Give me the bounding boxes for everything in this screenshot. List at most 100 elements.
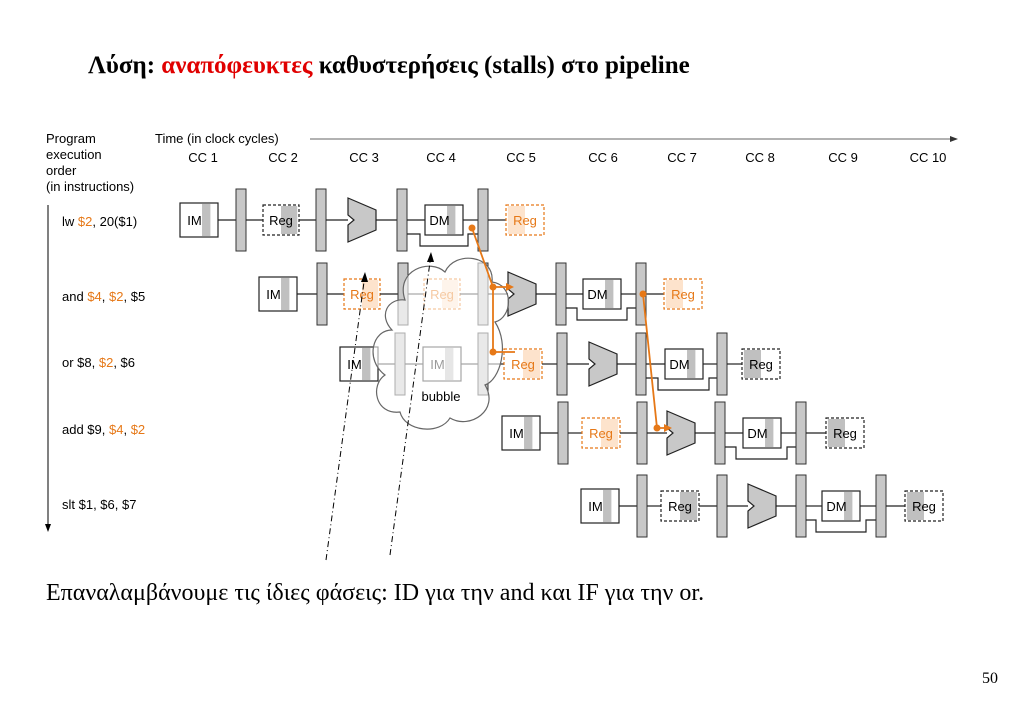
data-memory-box (821, 490, 861, 522)
clock-cycle-label: CC 8 (745, 150, 775, 165)
memory-bypass-wire (806, 519, 876, 533)
memory-bypass-wire (725, 446, 796, 460)
pipeline-register (635, 332, 647, 396)
clock-cycle-label: CC 4 (426, 150, 456, 165)
register-file-label: Reg (350, 287, 374, 302)
instruction-label-part: and (62, 289, 87, 304)
repeat-marker-line (389, 261, 431, 556)
data-memory-label: DM (747, 426, 767, 441)
register-file-shade (743, 350, 761, 378)
register-file-label: Reg (269, 213, 293, 228)
memory-bypass-wire (407, 233, 478, 247)
instruction-label: add $9, $4, $2 (62, 422, 145, 437)
instruction-label-part: , 20($1) (92, 214, 137, 229)
instruction-label-part: lw (62, 214, 78, 229)
instruction-label-part: $2 (109, 289, 123, 304)
register-file-shade (827, 419, 845, 447)
instruction-memory-label: IM (347, 357, 361, 372)
alu-shape (588, 341, 618, 387)
instruction-label-part: , (123, 422, 130, 437)
order-label-line: order (46, 163, 77, 178)
instruction-memory-label: IM (266, 287, 280, 302)
alu-shape (747, 483, 777, 529)
pipeline-register (716, 474, 728, 538)
instruction-memory-shade (603, 490, 612, 522)
instruction-memory-label: IM (588, 499, 602, 514)
instruction-label-part: $2 (78, 214, 92, 229)
slide-caption: Επαναλαμβάνουμε τις ίδιες φάσεις: ID για… (46, 580, 705, 606)
instruction-label-part: $2 (131, 422, 145, 437)
instruction-memory-shade (281, 278, 290, 310)
data-memory-box (424, 204, 464, 236)
bubble-cloud (372, 257, 509, 430)
pipeline-register (556, 332, 568, 396)
instruction-label: or $8, $2, $6 (62, 355, 135, 370)
data-memory-shade (605, 280, 614, 308)
pipeline-register (557, 401, 569, 465)
instruction-label-part: , (102, 289, 109, 304)
data-memory-shade (447, 206, 456, 234)
clock-cycle-label: CC 5 (506, 150, 536, 165)
register-file-label: Reg (668, 499, 692, 514)
pipeline-register (555, 262, 567, 326)
data-memory-box (742, 417, 782, 449)
register-file-shade (601, 419, 619, 447)
clock-cycle-label: CC 6 (588, 150, 618, 165)
pipeline-register (714, 401, 726, 465)
repeat-marker-line (325, 281, 365, 561)
register-file-label: Reg (511, 357, 535, 372)
instruction-memory-box (258, 276, 298, 312)
alu-shape (666, 410, 696, 456)
pipeline-register (396, 188, 408, 252)
order-label-line: (in instructions) (46, 179, 134, 194)
pipeline-register (716, 332, 728, 396)
instruction-label-part: , $5 (123, 289, 145, 304)
order-axis-arrowhead (45, 524, 51, 532)
instruction-memory-label: IM (187, 213, 201, 228)
pipeline-register (316, 262, 328, 326)
title-highlight: αναπόφευκτες (161, 52, 313, 79)
pipeline-register (235, 188, 247, 252)
data-memory-label: DM (429, 213, 449, 228)
instruction-label-part: add $9, (62, 422, 109, 437)
memory-bypass-wire (646, 377, 717, 391)
register-file-label: Reg (912, 499, 936, 514)
forwarding-arrowhead (506, 283, 514, 291)
data-memory-shade (687, 350, 696, 378)
clock-cycle-label: CC 1 (188, 150, 218, 165)
register-file-shade (362, 280, 379, 308)
register-file-label: Reg (589, 426, 613, 441)
register-file-shade (281, 206, 298, 234)
instruction-memory-box (179, 202, 219, 238)
data-memory-label: DM (587, 287, 607, 302)
data-memory-label: DM (826, 499, 846, 514)
pipeline-register (795, 474, 807, 538)
forwarding-dot (653, 424, 661, 432)
pipeline-register (636, 474, 648, 538)
pipeline-register (795, 401, 807, 465)
instruction-memory-shade (202, 204, 211, 236)
register-file-shade (906, 492, 924, 520)
data-memory-shade (844, 492, 853, 520)
order-label-line: Program (46, 131, 96, 146)
order-label-line: execution (46, 147, 102, 162)
instruction-label: and $4, $2, $5 (62, 289, 145, 304)
title-suffix: καθυστερήσεις (stalls) στο pipeline (318, 52, 690, 79)
title-prefix: Λύση: (88, 52, 156, 79)
data-memory-shade (765, 419, 774, 447)
alu-shape (507, 271, 537, 317)
register-file-label: Reg (833, 426, 857, 441)
instruction-label-part: $2 (99, 355, 113, 370)
clock-cycle-label: CC 9 (828, 150, 858, 165)
bubble-label: bubble (421, 389, 460, 404)
forwarding-arrowhead (664, 424, 672, 432)
instruction-memory-box (339, 346, 379, 382)
pipeline-register (636, 401, 648, 465)
time-axis-arrowhead (950, 136, 958, 142)
pipeline-register (477, 188, 489, 252)
register-file-label: Reg (749, 357, 773, 372)
pipeline-register (875, 474, 887, 538)
clock-cycle-label: CC 2 (268, 150, 298, 165)
register-file-shade (680, 492, 698, 520)
